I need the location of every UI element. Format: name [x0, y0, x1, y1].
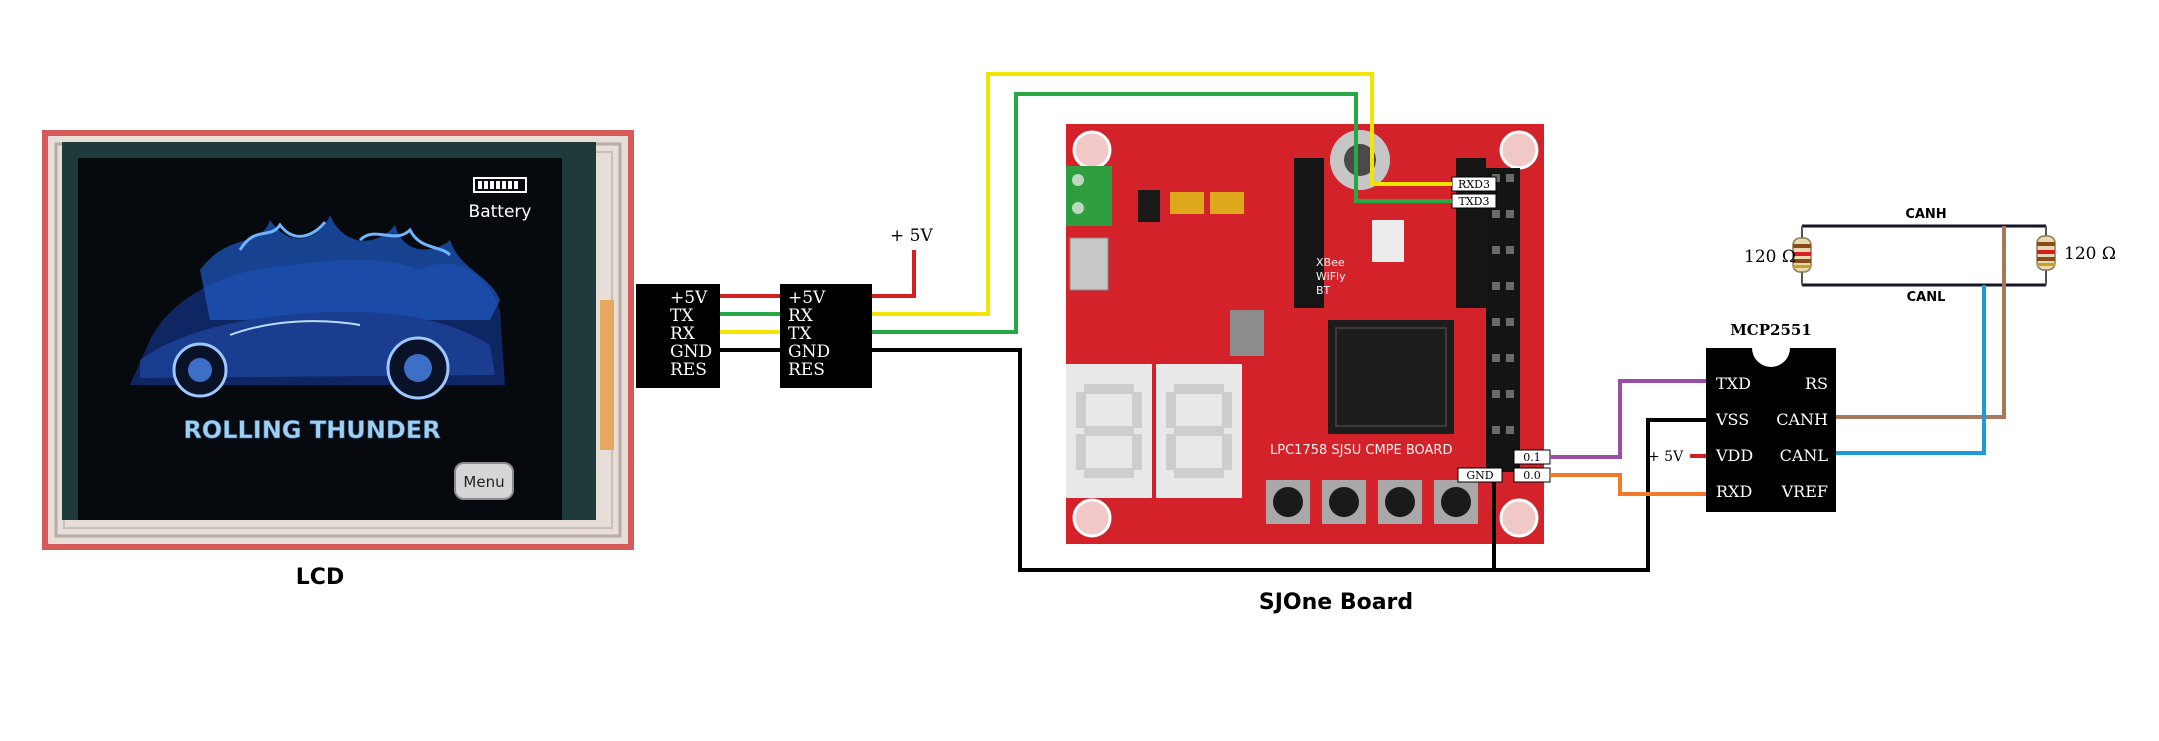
switch-4-button[interactable] — [1441, 487, 1471, 517]
lcd-pin-5v: +5V — [670, 288, 708, 308]
adapter-pin-res: RES — [788, 360, 825, 380]
pin-label-p00: 0.0 — [1523, 469, 1541, 482]
wire-p01-to-txd — [1550, 379, 1706, 459]
lcd-flex-strip — [600, 300, 614, 450]
lcd-connector — [636, 284, 720, 388]
switch-3-button[interactable] — [1385, 487, 1415, 517]
mcp-vdd-supply-label: + 5V — [1648, 449, 1684, 465]
battery-bars — [478, 181, 518, 189]
wire-adapter-5v-supply — [872, 250, 916, 298]
xbee-text-1: XBee — [1316, 256, 1345, 269]
menu-button-label: Menu — [463, 473, 504, 491]
lcd-pin-gnd: GND — [670, 342, 712, 362]
xbee-text-2: WiFly — [1316, 270, 1346, 283]
lcd-title-text: ROLLING THUNDER — [183, 416, 440, 444]
mcp-pin-canh: CANH — [1776, 410, 1828, 429]
lcd-pin-res: RES — [670, 360, 707, 380]
wire-canh — [1836, 226, 2006, 419]
gpio-header — [1486, 168, 1520, 472]
lpc1758-chip — [1328, 320, 1454, 434]
battery-icon — [473, 177, 527, 193]
sjone-caption: SJOne Board — [1259, 590, 1413, 615]
pin-label-txd3: TXD3 — [1459, 195, 1490, 208]
wire-ground — [872, 348, 1706, 572]
mcp2551-notch — [1752, 348, 1790, 367]
switch-1-button[interactable] — [1273, 487, 1303, 517]
adapter-pin-5v: +5V — [788, 288, 826, 308]
adapter-pin-gnd: GND — [788, 342, 830, 362]
adapter-pin-tx: TX — [788, 324, 812, 344]
adapter-connector — [780, 284, 872, 388]
wire-canl — [1836, 285, 1986, 455]
lcd-pin-rx: RX — [670, 324, 696, 344]
pin-label-gnd: GND — [1466, 469, 1493, 482]
terminator-right-label: 120 Ω — [2064, 244, 2116, 264]
menu-button[interactable] — [454, 462, 514, 500]
lcd-pin-tx: TX — [670, 306, 694, 326]
terminator-left-label: 120 Ω — [1744, 247, 1796, 267]
push-buttons — [1266, 480, 1478, 524]
mcp-pin-canl: CANL — [1780, 446, 1829, 465]
mcp2551-title: MCP2551 — [1730, 321, 1812, 339]
sjone-silk-text: LPC1758 SJSU CMPE BOARD — [1270, 443, 1452, 458]
mcp-pin-vdd: VDD — [1715, 446, 1753, 465]
xbee-text-3: BT — [1316, 284, 1331, 297]
wire-yellow-to-rxd3 — [872, 72, 1452, 316]
terminator-left-resistor — [1792, 226, 1812, 285]
wire-green-to-txd3 — [872, 92, 1452, 334]
canl-bus-label: CANL — [1907, 290, 1946, 305]
mcp2551-chip — [1706, 348, 1836, 512]
canh-bus-label: CANH — [1905, 207, 1946, 222]
switch-2-button[interactable] — [1329, 487, 1359, 517]
power-terminal — [1066, 166, 1112, 226]
lcd-caption: LCD — [296, 565, 344, 590]
battery-label: Battery — [469, 202, 532, 222]
lcd-module: Battery ROLLING THUNDER Menu LCD — [42, 130, 634, 590]
pin-label-rxd3: RXD3 — [1458, 178, 1490, 191]
mcp-pin-txd: TXD — [1716, 374, 1751, 393]
crystal — [1230, 310, 1264, 356]
car-artwork-image — [130, 215, 505, 400]
mcp-pin-vref: VREF — [1781, 482, 1828, 501]
adapter-supply-label: + 5V — [890, 226, 933, 246]
usb-port — [1069, 237, 1109, 291]
mcp-pin-vss: VSS — [1715, 410, 1749, 429]
wire-p00-to-rxd — [1550, 473, 1706, 496]
adapter-pin-rx: RX — [788, 306, 814, 326]
terminator-right-resistor — [2036, 226, 2056, 285]
pin-label-p01: 0.1 — [1523, 451, 1541, 464]
xbee-header-left — [1294, 158, 1324, 308]
mcp-pin-rxd: RXD — [1716, 482, 1752, 501]
mcp-pin-rs: RS — [1805, 374, 1828, 393]
